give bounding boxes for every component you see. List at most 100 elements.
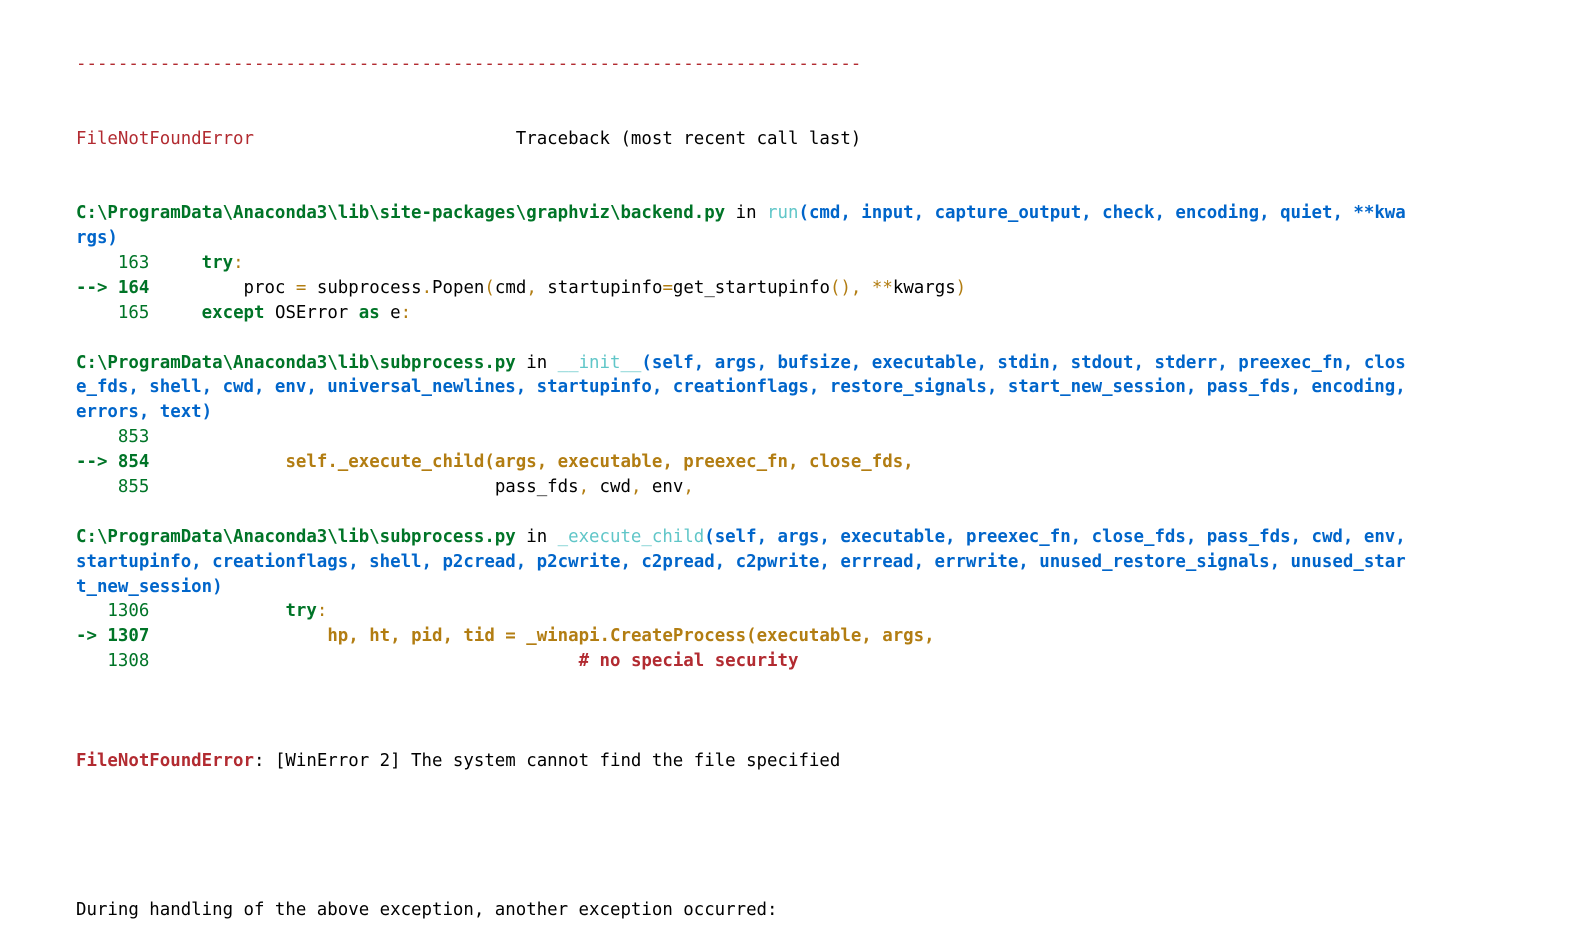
code-token: : [233, 253, 244, 273]
frame-in-word: in [515, 352, 558, 373]
current-line-marker [76, 253, 118, 273]
code-line: 165 except OSError as e: [76, 301, 1556, 326]
code-line-gutter: 163 [76, 253, 149, 273]
current-line-marker: --> [76, 452, 118, 473]
frame-signature-continued: errors, text) [76, 402, 213, 423]
blank-line [76, 326, 1556, 351]
final-error-type: FileNotFoundError [76, 750, 254, 771]
code-token: . [421, 277, 433, 298]
line-number: 855 [117, 477, 150, 498]
code-indent [149, 626, 327, 646]
frame-signature-continued: e_fds, shell, cwd, env, universal_newlin… [76, 377, 1406, 398]
code-line: 855 pass_fds, cwd, env, [76, 475, 1556, 500]
code-line-gutter: 165 [76, 303, 149, 323]
code-token [861, 278, 871, 298]
final-error-line: FileNotFoundError: [WinError 2] The syst… [76, 749, 1556, 774]
code-token: proc [243, 277, 296, 298]
line-number: 1307 [107, 626, 150, 647]
frame-in-word: in [515, 526, 558, 547]
code-token: (), [829, 277, 862, 298]
code-line: 1306 try: [76, 599, 1556, 624]
code-token: = [662, 277, 673, 298]
code-line: --> 164 proc = subprocess.Popen(cmd, sta… [76, 276, 1556, 301]
blank-line [76, 824, 1556, 849]
code-token: , [683, 477, 694, 498]
traceback-header: FileNotFoundError Traceback (most recent… [76, 127, 1556, 152]
frame-function-name: _execute_child [557, 526, 705, 547]
frame-signature-continued: t_new_session) [76, 576, 223, 597]
line-number: 164 [117, 277, 150, 298]
code-token: except [201, 302, 265, 323]
frame-header: C:\ProgramData\Anaconda3\lib\subprocess.… [76, 351, 1556, 376]
code-token: as [358, 302, 380, 323]
footer-message: During handling of the above exception, … [76, 900, 778, 921]
line-number: 1308 [107, 651, 150, 672]
separator-line: ----------------------------------------… [76, 53, 862, 74]
code-token: , [630, 477, 642, 498]
frame-function-name: run [767, 203, 799, 224]
line-number: 1306 [107, 601, 150, 622]
code-token: kwargs [892, 277, 956, 298]
code-token: self._execute_child(args, executable, pr… [285, 452, 914, 473]
current-line-marker: -> [76, 626, 108, 647]
line-number: 853 [117, 427, 150, 448]
final-error-message: : [WinError 2] The system cannot find th… [254, 750, 841, 771]
line-number: 165 [117, 302, 150, 323]
code-token: subprocess [306, 277, 422, 298]
blank-line [76, 674, 1556, 699]
traceback-output: ----------------------------------------… [76, 2, 1556, 948]
line-number: 163 [117, 253, 150, 273]
code-token: ( [484, 277, 495, 298]
blank-line [76, 500, 1556, 525]
frame-header: C:\ProgramData\Anaconda3\lib\site-packag… [76, 201, 1556, 226]
frame-signature: (cmd, input, capture_output, check, enco… [798, 203, 1406, 224]
code-token: cwd [589, 477, 631, 498]
frame-signature: (self, args, bufsize, executable, stdin,… [641, 352, 1406, 373]
traceback-label: Traceback (most recent call last) [515, 128, 862, 149]
code-indent [149, 278, 243, 298]
frame-file-path: C:\ProgramData\Anaconda3\lib\site-packag… [76, 203, 726, 224]
code-token: e [379, 302, 401, 323]
frame-file-path: C:\ProgramData\Anaconda3\lib\subprocess.… [76, 526, 516, 547]
code-token: try [201, 253, 234, 273]
code-line: 163 try: [76, 251, 1556, 276]
code-token: OSError [264, 302, 359, 323]
code-indent [149, 477, 495, 497]
code-line-gutter: -> 1307 [76, 626, 149, 646]
code-line-gutter: --> 164 [76, 278, 149, 298]
error-type: FileNotFoundError [76, 128, 254, 149]
frame-signature-continued: rgs) [76, 228, 118, 249]
frame-function-name: __init__ [557, 352, 642, 373]
code-indent [149, 601, 285, 621]
code-line: -> 1307 hp, ht, pid, tid = _winapi.Creat… [76, 624, 1556, 649]
code-indent [149, 253, 201, 273]
frame-signature: (self, args, executable, preexec_fn, clo… [704, 526, 1406, 547]
frame-file-path: C:\ProgramData\Anaconda3\lib\subprocess.… [76, 352, 516, 373]
code-token: ** [871, 277, 893, 298]
code-token: cmd [494, 277, 527, 298]
code-token: env [641, 477, 684, 498]
code-token: : [316, 601, 328, 622]
code-line-gutter: 853 [76, 427, 149, 447]
code-indent [149, 651, 578, 671]
code-token: # no special security [578, 651, 799, 672]
frame-header: C:\ProgramData\Anaconda3\lib\subprocess.… [76, 525, 1556, 550]
code-token: , [578, 477, 590, 498]
code-token: , [526, 277, 537, 298]
code-line: --> 854 self._execute_child(args, execut… [76, 450, 1556, 475]
current-line-marker [76, 651, 107, 671]
frame-signature-continued: startupinfo, creationflags, shell, p2cre… [76, 551, 1406, 572]
code-token: Popen [432, 277, 485, 298]
frame-in-word: in [725, 203, 768, 224]
code-token: startupinfo [536, 277, 663, 298]
code-token: get_startupinfo [672, 277, 830, 298]
code-token: : [400, 302, 412, 323]
code-line: 853 [76, 425, 1556, 450]
current-line-marker [76, 303, 118, 323]
line-number: 854 [117, 452, 150, 473]
current-line-marker: --> [76, 277, 118, 298]
code-indent [149, 452, 285, 472]
code-indent [149, 303, 201, 323]
current-line-marker [76, 427, 118, 447]
code-token: pass_fds [494, 477, 579, 498]
